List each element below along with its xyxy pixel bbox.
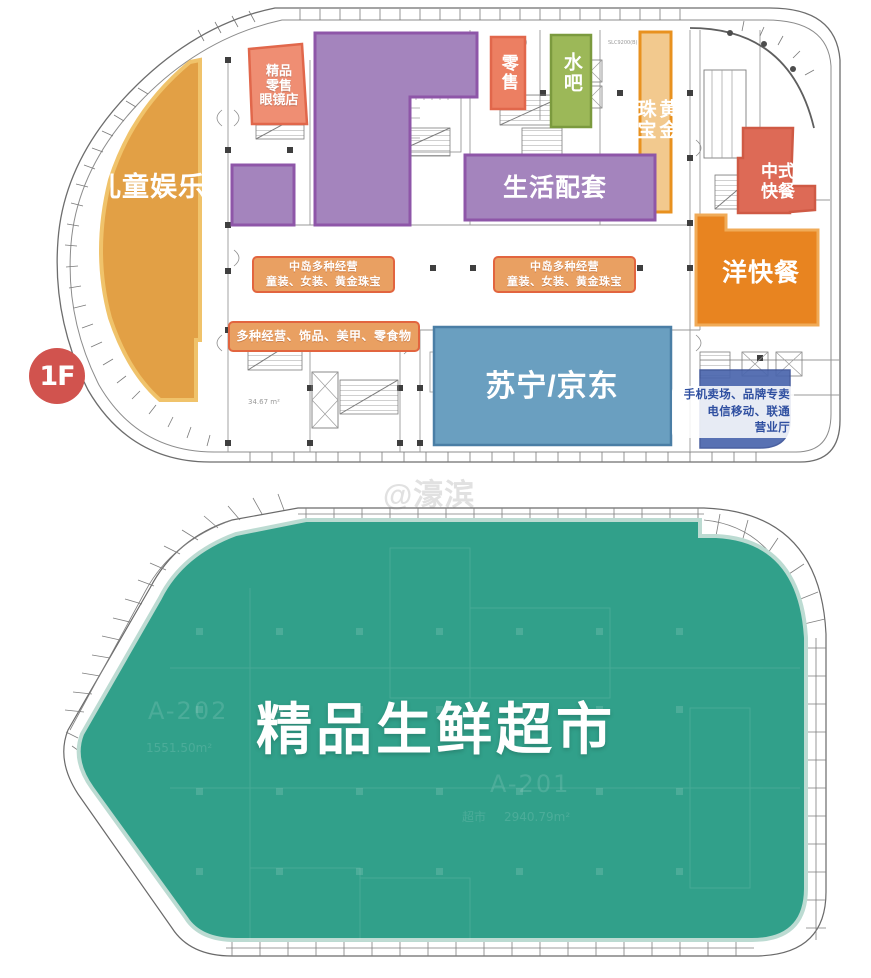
unit-shape-purple-large[interactable] [313,31,479,227]
cad-columns-2f [196,628,683,875]
curtain-wall-ticks [64,10,256,447]
column-dot [790,66,796,72]
island-label-east[interactable]: 中岛多种经营 童装、女装、黄金珠宝 [493,256,636,293]
building-outline-inner [69,19,832,453]
unit-shape-kids-entertainment[interactable] [99,57,202,402]
unit-label-chinese-fast-food[interactable]: 中式 快餐 [761,162,795,201]
floor-plan-1f: 34.67 m² SLC9700(B) SLC9200(B) [29,7,841,463]
island-label-south[interactable]: 多种经营、饰品、美甲、零食物 [228,321,420,352]
unit-shape-retail[interactable] [489,35,527,111]
cad-overlay-2f [170,547,800,941]
curtain-wall-ticks-top [299,9,681,20]
floor-plan-2f: 2F A-202 1551.50m² A-201 2940.79m² 超市 精品… [0,488,871,978]
unit-label-telecom-hall[interactable]: 手机卖场、品牌专卖 电信移动、联通 营业厅 [672,386,794,438]
unit-label-life-services[interactable]: 生活配套 [502,173,607,202]
wall-mullion-grid-2f [64,493,826,956]
unit-label-western-fast-food[interactable]: 洋快餐 [721,258,800,287]
unit-shape-western-fast-food[interactable] [694,213,820,327]
stair-core-east [703,69,747,159]
unit-shape-boutique-retail-optical[interactable] [247,42,309,126]
floor-badge-1f[interactable]: 1F [29,348,85,404]
island-label-west[interactable]: 中岛多种经营 童装、女装、黄金珠宝 [252,256,395,293]
curtain-wall-ticks-bottom [249,452,757,462]
unit-shape-suning-jd[interactable] [432,325,673,447]
unit-shape-water-bar[interactable] [549,33,593,129]
unit-label-gold-jewelry[interactable]: 黄金 珠宝 [634,99,678,141]
unit-label-kids-entertainment[interactable]: 儿童娱乐 [94,172,206,203]
unit-shape-life-services[interactable] [463,153,657,222]
unit-shape-chinese-fast-food[interactable] [736,126,817,215]
corner-mullions [741,20,815,76]
column-dot [761,41,767,47]
unit-label-water-bar[interactable]: 水吧 [560,52,582,94]
floor-2f-drawing [63,493,827,957]
unit-label-fresh-food-supermarket[interactable]: 精品生鲜超市 [256,698,616,761]
mall-corner-curve [689,27,815,129]
column-dot [727,30,733,36]
unit-shape-fresh-food-supermarket[interactable] [76,518,808,942]
escalator-south-east [339,379,399,415]
unit-label-suning-jd[interactable]: 苏宁/京东 [485,369,619,403]
cad-area-note-1f: 34.67 m² [248,398,280,406]
unit-shape-purple-small[interactable] [230,163,296,227]
unit-label-boutique-retail-optical[interactable]: 精品 零售 眼镜店 [259,62,299,108]
unit-label-retail[interactable]: 零售 [498,54,518,92]
service-core-south [311,371,339,429]
cad-dim-note-b: SLC9200(B) [608,40,638,46]
watermark: @濠滨 [383,479,476,512]
